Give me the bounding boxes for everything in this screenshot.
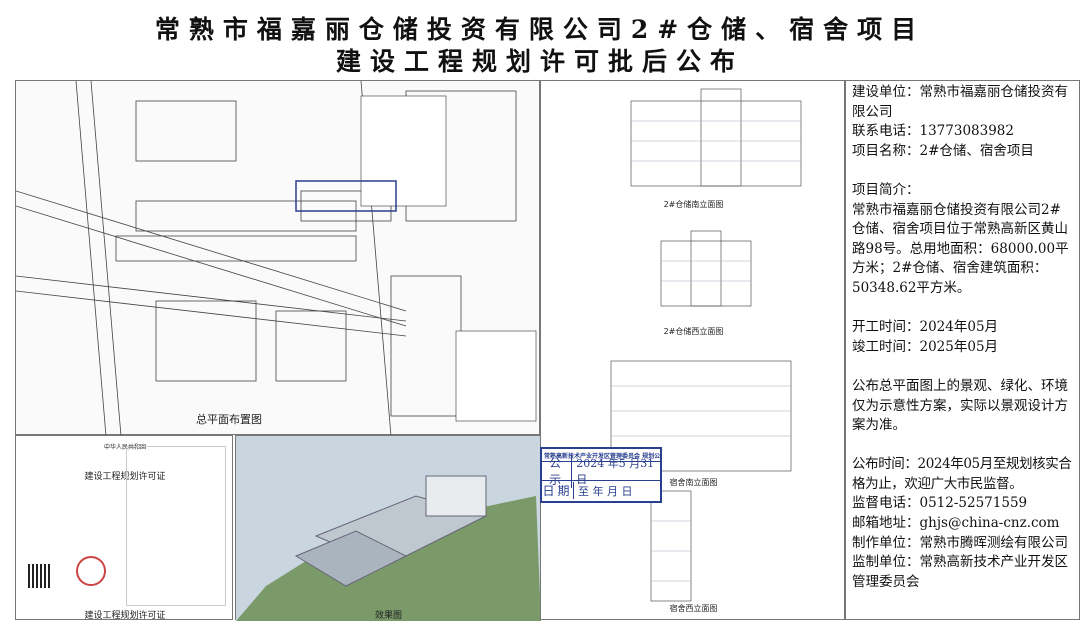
builder: 建设单位：常熟市福嘉丽仓储投资有限公司 [852,84,1068,120]
start-date: 开工时间：2024年05月 [852,319,999,336]
elevation-caption-4: 宿舍西立面图 [669,604,718,613]
rendering-image: 效果图 [235,435,541,621]
elevation-caption-3: 宿舍南立面图 [669,478,718,487]
seal-stamp-icon [76,556,106,586]
project-info-panel: 建设单位：常熟市福嘉丽仓储投资有限公司 联系电话：13773083982 项目名… [845,80,1080,620]
site-plan-lines [16,81,537,436]
elevation-drawings: 2#仓储南立面图 2#仓储西立面图 宿舍南立面图 宿舍西立面图 [540,80,845,620]
stamp-value-2: 至 年 月 日 [578,484,633,498]
intro-label: 项目简介： [852,181,920,198]
rendering-graphic [236,436,541,621]
permit-country: 中华人民共和国 [103,444,146,451]
stamp-label-1: 公示 [542,454,573,488]
elevation-caption-2: 2#仓储西立面图 [663,327,724,336]
intro-text: 常熟市福嘉丽仓储投资有限公司2#仓储、宿舍项目位于常熟高新区黄山路98号。总用地… [852,201,1069,296]
notice-subtitle: 建设工程规划许可批后公布 [335,47,744,76]
producer: 制作单位：常熟市腾晖测绘有限公司 [852,534,1068,551]
site-plan-drawing: 总平面布置图 [15,80,540,436]
project-name: 项目名称：2#仓储、宿舍项目 [852,142,1034,159]
contact-phone: 联系电话：13773083982 [852,123,1014,140]
notice-title: 常熟市福嘉丽仓储投资有限公司2#仓储、宿舍项目 [154,15,926,44]
end-date: 竣工时间：2025年05月 [852,338,999,355]
qr-code-icon [28,564,52,588]
supervisor: 监制单位：常熟高新技术产业开发区管理委员会 [852,554,1068,590]
permit-caption: 建设工程规划许可证 [84,611,166,621]
site-plan-caption: 总平面布置图 [196,413,262,426]
publication-period: 公布时间：2024年05月至规划核实合格为止，欢迎广大市民监督。 [852,456,1072,492]
elevation-lines [610,88,802,602]
stamp-header: 常熟高新技术产业开发区管理委员会 规划公布专用章 [542,449,660,462]
stamp-value-1: 2024 年5 月31日 [576,457,655,486]
stamp-label-2: 日期 [542,482,574,499]
permit-detail-sheet [126,446,226,606]
rendering-caption: 效果图 [374,611,402,621]
elevation-caption-1: 2#仓储南立面图 [663,200,724,209]
planning-permit-image: 中华人民共和国 建设工程规划许可证 建设工程规划许可证 [15,435,233,621]
supervision-phone: 监督电话：0512-52571559 [852,495,1028,512]
permit-title: 建设工程规划许可证 [84,472,166,482]
landscape-note: 公布总平面图上的景观、绿化、环境仅为示意性方案，实际以景观设计方案为准。 [852,377,1068,434]
email[interactable]: 邮箱地址：ghjs@china-cnz.com [852,515,1060,532]
